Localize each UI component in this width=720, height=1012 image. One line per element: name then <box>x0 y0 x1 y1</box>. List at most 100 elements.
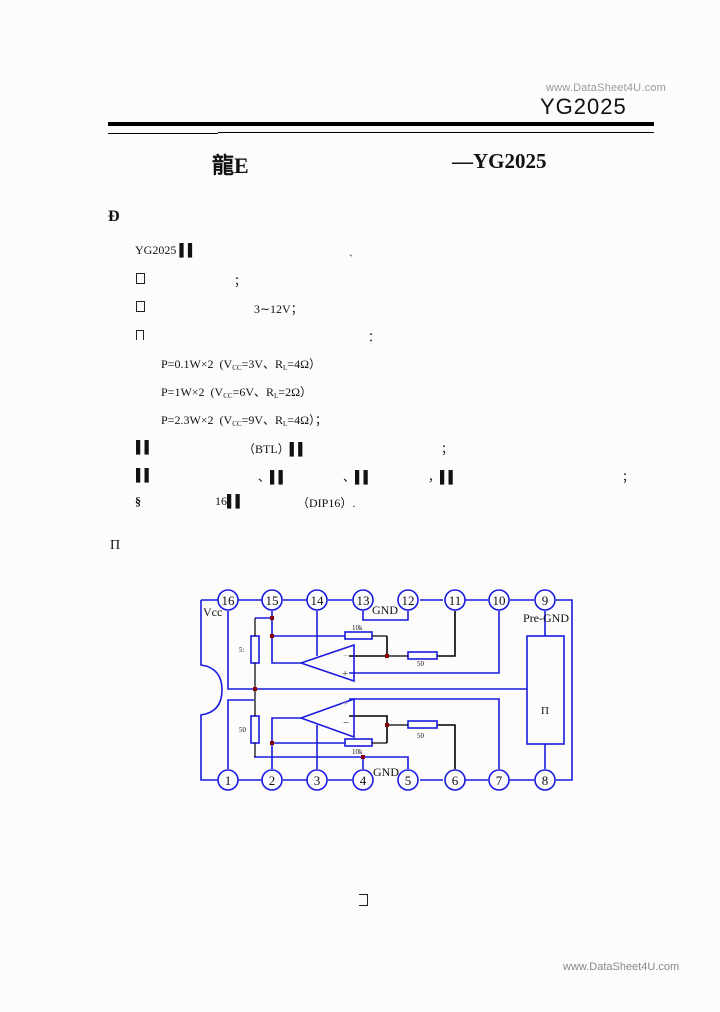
vcc-sub: CC <box>232 420 242 428</box>
pin-9: 9 <box>542 593 549 608</box>
rl-label: R <box>266 385 275 399</box>
btl-prefix: ▌▌ <box>136 440 154 454</box>
pin-12: 12 <box>402 593 415 608</box>
label-pre-gnd: Pre-GND <box>523 611 569 625</box>
opamp-top-plus: + <box>342 668 348 680</box>
pin-11: 11 <box>449 593 462 608</box>
vcc-label: V <box>214 385 224 399</box>
pin-8: 8 <box>542 773 549 788</box>
rl-sub: L <box>283 420 288 428</box>
btl-mode: （BTL）▌▌ <box>243 442 307 456</box>
supply-voltage-range: 3∼12V； <box>254 302 303 316</box>
feature-intro: YG2025 ▌▌ ˎ <box>135 243 353 258</box>
label-r-feedback-bottom: 10k <box>352 748 363 756</box>
vcc-value: =9V、 <box>241 413 275 427</box>
resistor-bias-bottom <box>250 715 260 744</box>
vcc-value: =3V、 <box>241 357 275 371</box>
pin-15: 15 <box>266 593 279 608</box>
protect-a: ▌▌ <box>136 468 154 482</box>
pin-10: 10 <box>493 593 506 608</box>
feature-item-2: 3∼12V； <box>136 300 303 316</box>
resistor-series-bottom <box>407 720 438 729</box>
label-r-series-top: 50 <box>417 660 425 668</box>
bullet-box-icon <box>136 273 145 284</box>
label-gnd-top: GND <box>372 603 398 617</box>
feature-item-3: ： <box>136 328 380 344</box>
label-r-feedback-top: 10k <box>352 624 363 632</box>
package-type: （DIP16）. <box>297 496 356 510</box>
title-part-number: —YG2025 <box>452 149 547 173</box>
label-r-bias-top: 5: <box>239 646 245 654</box>
section-heading-pinout: Π <box>110 538 121 553</box>
pin-3: 3 <box>314 773 321 788</box>
power-line-2: P=1W×2 (VCC=6V、RL=2Ω） <box>161 385 312 400</box>
label-r-bias-bottom: 50 <box>239 726 247 734</box>
pin-16: 16 <box>222 593 236 608</box>
label-vcc: Vcc <box>203 605 222 619</box>
rl-value: =4Ω） <box>287 357 321 371</box>
title-glyph: 龍E <box>212 153 249 178</box>
pin-2: 2 <box>269 773 276 788</box>
rl-sub: L <box>274 392 279 400</box>
pin-4: 4 <box>360 773 367 788</box>
power-line-3: P=2.3W×2 (VCC=9V、RL=4Ω）； <box>161 413 327 428</box>
intro-suffix: ˎ <box>349 243 353 257</box>
pin-5: 5 <box>405 773 412 788</box>
pin-7: 7 <box>496 773 503 788</box>
feature-item-1: ； <box>136 272 246 288</box>
vcc-sub: CC <box>232 364 242 372</box>
protect-b: 、▌▌ <box>258 470 288 484</box>
pin-13: 13 <box>357 593 370 608</box>
footer-watermark[interactable]: www.DataSheet4U.com <box>563 961 680 973</box>
protect-c: 、▌▌ <box>343 470 373 484</box>
header-watermark[interactable]: www.DataSheet4U.com <box>546 82 666 94</box>
power-value: P=2.3W×2 <box>161 413 214 427</box>
pin-14: 14 <box>311 593 325 608</box>
rl-label: R <box>275 357 284 371</box>
vcc-label: V <box>223 413 233 427</box>
rl-value: =4Ω）； <box>287 413 327 427</box>
vcc-label: V <box>223 357 233 371</box>
opamp-bottom-plus: + <box>342 698 348 710</box>
label-r-series-bottom: 50 <box>417 732 425 740</box>
rl-value: =2Ω） <box>278 385 312 399</box>
opamp-top-minus: − <box>343 650 349 662</box>
protect-end: ； <box>622 470 635 484</box>
pinout-diagram: 16 15 14 13 12 11 10 9 1 2 3 4 5 6 7 8 V… <box>200 589 573 791</box>
intro-prefix: YG2025 ▌▌ <box>135 243 197 257</box>
bullet-box-icon <box>136 301 145 312</box>
opamp-bottom <box>298 697 355 739</box>
section-heading-features: Ð <box>108 208 120 225</box>
power-line-1: P=0.1W×2 (VCC=3V、RL=4Ω） <box>161 357 321 372</box>
power-value: P=0.1W×2 <box>161 357 214 371</box>
package-outline <box>200 600 223 781</box>
opamp-top <box>298 643 355 683</box>
vcc-value: =6V、 <box>232 385 266 399</box>
resistor-series-top <box>407 651 438 660</box>
resistor-bias-top <box>250 635 260 664</box>
page-number-mark <box>359 894 368 906</box>
pin-1: 1 <box>225 773 232 788</box>
feature-package: § 16▌▌ （DIP16）. <box>135 494 355 510</box>
header-rule-thick <box>108 122 654 126</box>
pin-6: 6 <box>452 773 459 788</box>
resistor-feedback-bottom <box>344 738 373 747</box>
btl-suffix: ； <box>441 442 454 456</box>
protect-d: ，▌▌ <box>428 470 458 484</box>
header-part-number: YG2025 <box>540 94 627 119</box>
power-value: P=1W×2 <box>161 385 205 399</box>
package-glyph: § <box>135 494 141 508</box>
item1-suffix: ； <box>234 274 247 288</box>
item3-suffix: ： <box>368 330 381 344</box>
header-rule-thin <box>108 133 218 134</box>
vcc-sub: CC <box>223 392 233 400</box>
feature-protection: ▌▌ 、▌▌ 、▌▌ ，▌▌ ； <box>136 468 634 484</box>
label-gnd-bottom: GND <box>373 765 399 779</box>
rl-sub: L <box>283 364 288 372</box>
feature-btl: ▌▌ （BTL）▌▌ ； <box>136 440 453 456</box>
header-rule-thin <box>218 132 654 133</box>
rl-label: R <box>275 413 284 427</box>
resistor-feedback-top <box>344 631 373 640</box>
block-glyph: Π <box>541 705 549 717</box>
package-pins: 16▌▌ <box>215 494 245 508</box>
